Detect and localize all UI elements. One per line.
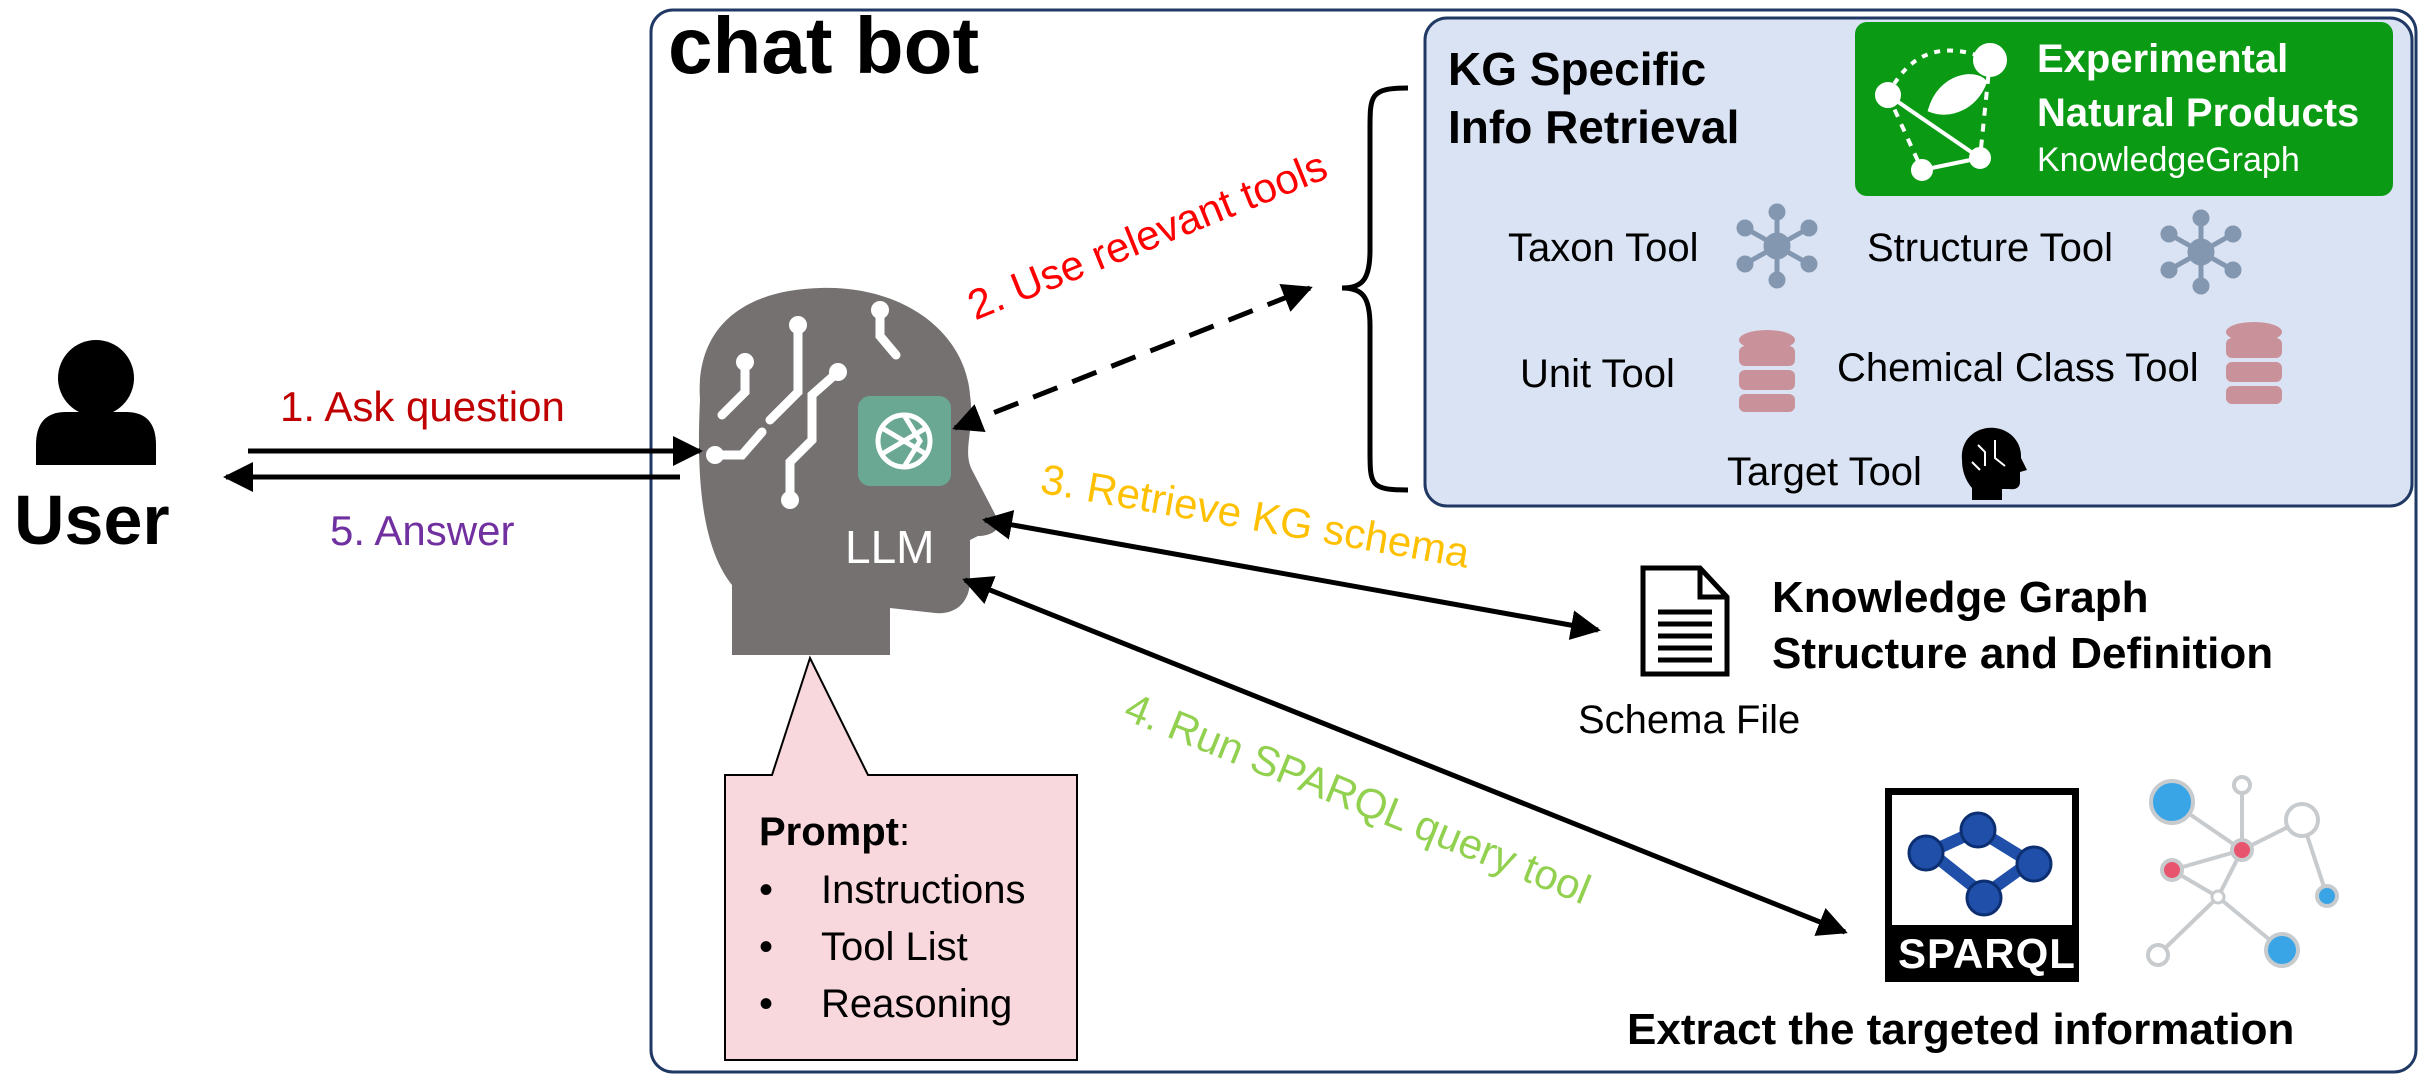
prompt-item-text: Reasoning [821, 982, 1013, 1026]
chatbot-container [649, 8, 2418, 1074]
sparql-logo [1885, 788, 2079, 982]
structure-network-icon [2160, 209, 2242, 295]
unit-tool-label: Unit Tool [1520, 352, 1675, 396]
schema-file-icon [1640, 565, 1730, 677]
enpkg-line3: KnowledgeGraph [2037, 141, 2300, 179]
user-icon [36, 340, 156, 465]
chemical-class-tool-label: Chemical Class Tool [1837, 346, 2199, 390]
schema-title: Knowledge Graph Structure and Definition [1772, 570, 2273, 682]
prompt-title-text: Prompt [759, 810, 899, 854]
prompt-item: •Reasoning [759, 982, 1013, 1026]
circuit-nodes [706, 301, 889, 509]
schema-file-label: Schema File [1578, 698, 1801, 742]
prompt-item-text: Instructions [821, 868, 1026, 912]
llm-head-icon [698, 287, 999, 655]
prompt-item-text: Tool List [821, 925, 968, 969]
chemical-class-database-icon [2226, 322, 2282, 404]
sparql-logo-text: SPARQL [1898, 930, 2076, 977]
flow-label-ask: 1. Ask question [280, 383, 565, 430]
knowledge-graph-illustration [2115, 755, 2365, 980]
enpkg-line1: Experimental [2037, 37, 2289, 81]
structure-tool-label: Structure Tool [1867, 226, 2114, 270]
schema-title-line1: Knowledge Graph [1772, 573, 2149, 622]
schema-title-line2: Structure and Definition [1772, 629, 2274, 678]
taxon-tool-label: Taxon Tool [1508, 226, 1699, 270]
target-tool-label: Target Tool [1727, 450, 1922, 494]
unit-database-icon [1739, 330, 1795, 412]
llm-label: LLM [845, 521, 935, 573]
chatbot-title: chat bot [668, 1, 980, 90]
kg-title-line1: KG Specific [1448, 43, 1707, 95]
enpkg-graph-icon [1875, 43, 2007, 181]
flow-label-answer: 5. Answer [330, 507, 515, 554]
kg-panel-title: KG Specific Info Retrieval [1448, 40, 1739, 156]
prompt-title: Prompt: [759, 810, 911, 854]
kg-title-line2: Info Retrieval [1448, 101, 1740, 153]
prompt-item: •Instructions [759, 868, 1026, 912]
taxon-network-icon [1736, 203, 1818, 289]
extract-caption: Extract the targeted information [1627, 1005, 2295, 1054]
enpkg-line2: Natural Products [2037, 91, 2360, 135]
run-sparql-arrow [962, 576, 1848, 936]
use-tools-arrow [952, 283, 1313, 433]
openai-knot [875, 412, 933, 470]
target-brain-head-icon [1961, 427, 2027, 500]
kg-brace [1341, 85, 1409, 493]
user-label: User [14, 481, 170, 559]
enpkg-logo-text: Experimental Natural Products KnowledgeG… [2037, 32, 2359, 180]
prompt-item: •Tool List [759, 925, 968, 969]
